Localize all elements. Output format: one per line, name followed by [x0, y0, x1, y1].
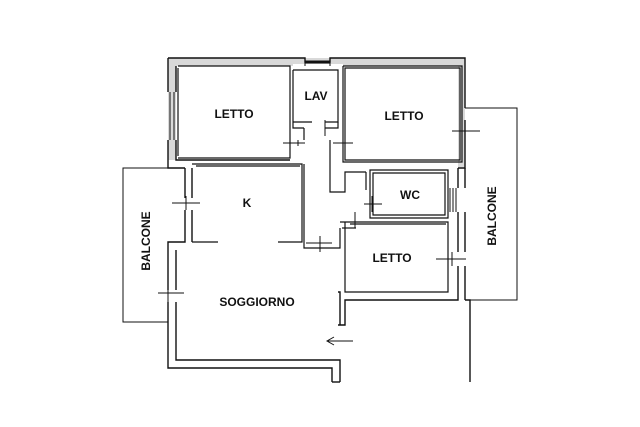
room-labels: LETTO LAV LETTO K WC LETTO SOGGIORNO BAL… [139, 89, 499, 309]
entrance-arrow-icon [325, 336, 353, 346]
room-label-soggiorno: SOGGIORNO [219, 295, 294, 309]
balcony-left-outline [122, 167, 168, 323]
room-label-wc: WC [400, 188, 420, 202]
room-label-balcone-left: BALCONE [139, 211, 153, 270]
room-label-balcone-right: BALCONE [485, 186, 499, 245]
room-label-letto-1: LETTO [214, 107, 253, 121]
balcony-right-outline [465, 107, 518, 301]
outer-walls [167, 57, 471, 383]
room-label-letto-3: LETTO [372, 251, 411, 265]
room-label-k: K [243, 196, 252, 210]
balconies [122, 107, 518, 323]
room-label-letto-2: LETTO [384, 109, 423, 123]
door-marks [158, 120, 480, 302]
room-label-lav: LAV [304, 89, 327, 103]
